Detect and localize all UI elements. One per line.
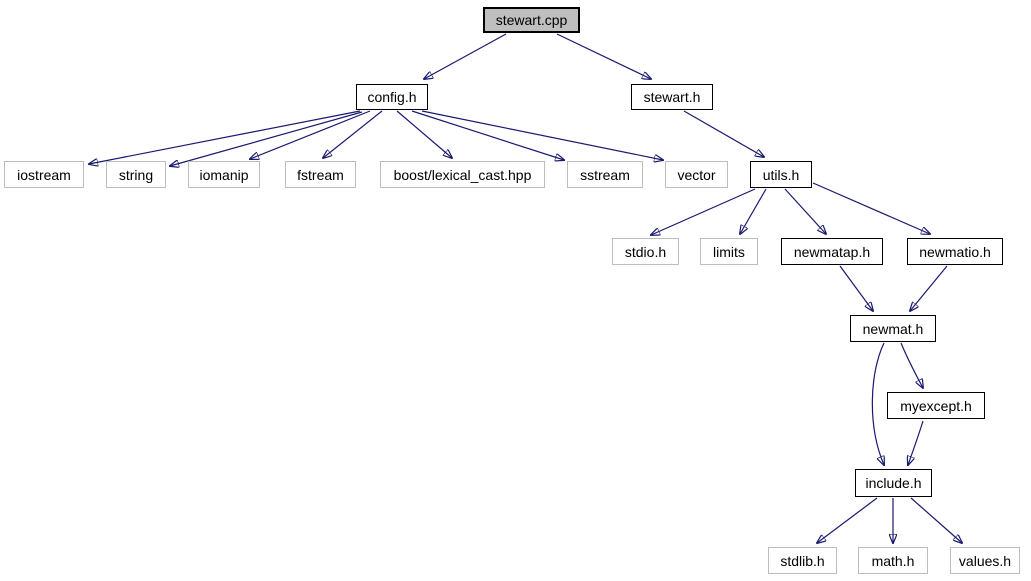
node-string: string [106, 161, 166, 188]
edge-configh-string [170, 111, 363, 166]
node-stewart-cpp: stewart.cpp [483, 7, 580, 33]
node-newmatio-h[interactable]: newmatio.h [907, 238, 1003, 265]
node-stdio-h: stdio.h [612, 238, 679, 265]
edge-newmatap-newmath [839, 265, 873, 311]
node-newmat-h[interactable]: newmat.h [850, 315, 936, 342]
node-iostream: iostream [4, 161, 84, 188]
edge-newmatio-newmath [910, 265, 948, 311]
edge-stewarth-utilsh [683, 110, 764, 157]
node-stewart-h[interactable]: stewart.h [631, 84, 713, 110]
node-include-h[interactable]: include.h [855, 469, 932, 497]
edge-utilsh-stdioh [651, 188, 756, 235]
edge-utilsh-newmatio [812, 182, 930, 234]
node-boost-lexical-cast-hpp: boost/lexical_cast.hpp [380, 161, 545, 188]
edge-configh-iomanip [250, 110, 371, 159]
node-newmatap-h[interactable]: newmatap.h [781, 238, 883, 265]
edge-myexcepth-includeh [908, 420, 924, 465]
edge-utilsh-newmatap [784, 188, 826, 234]
edge-includeh-stdlibh [817, 497, 878, 543]
node-fstream: fstream [285, 161, 356, 188]
node-myexcept-h[interactable]: myexcept.h [887, 392, 985, 419]
edge-configh-vector [421, 110, 663, 160]
node-limits: limits [700, 238, 758, 265]
edge-configh-boost [396, 110, 452, 158]
node-sstream: sstream [567, 161, 643, 188]
edge-configh-iostream [89, 110, 361, 164]
node-math-h: math.h [858, 547, 928, 574]
edge-configh-fstream [323, 110, 383, 158]
edge-includeh-valuesh [910, 497, 962, 543]
edge-utilsh-limits [740, 188, 767, 234]
node-iomanip: iomanip [188, 161, 260, 188]
node-stdlib-h: stdlib.h [768, 547, 837, 574]
node-config-h[interactable]: config.h [356, 84, 428, 110]
node-vector: vector [665, 161, 728, 188]
node-utils-h[interactable]: utils.h [750, 161, 812, 188]
edge-stewartcpp-stewarth [556, 33, 651, 79]
node-values-h: values.h [950, 547, 1020, 574]
edge-stewartcpp-configh [424, 33, 507, 79]
edge-newmath-includeh [871, 342, 884, 465]
edge-newmath-myexcepth [900, 342, 923, 388]
edge-configh-sstream [411, 110, 564, 160]
